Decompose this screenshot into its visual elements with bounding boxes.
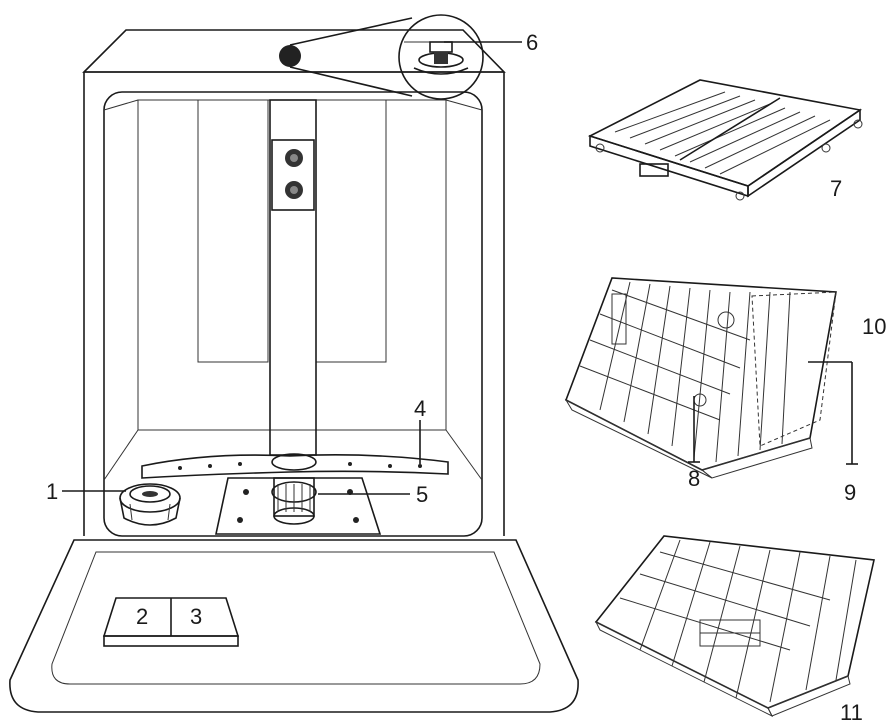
callout-labels: 1 2 3 4 5 6 7 8 9 10 11: [46, 30, 886, 723]
callout-5: 5: [416, 482, 428, 507]
callout-11: 11: [840, 700, 863, 723]
lower-basket: [596, 536, 874, 716]
callout-3: 3: [190, 604, 202, 629]
callout-2: 2: [136, 604, 148, 629]
cutlery-tray: [590, 80, 862, 200]
callout-1: 1: [46, 479, 58, 504]
salt-container-cap: [120, 484, 180, 525]
dishwasher-body: [84, 30, 504, 536]
callout-10: 10: [862, 314, 886, 339]
leader-lines: [62, 42, 858, 494]
open-door: [10, 540, 578, 712]
callout-4: 4: [414, 396, 426, 421]
upper-basket: [566, 278, 836, 478]
lower-basket-wires: [620, 540, 856, 702]
callout-6: 6: [526, 30, 538, 55]
lower-spray-arm: [142, 454, 448, 478]
upper-spray-arm-detail: [279, 15, 483, 99]
callout-8: 8: [688, 466, 700, 491]
callout-7: 7: [830, 176, 842, 201]
detergent-dispenser: [104, 598, 238, 646]
callout-9: 9: [844, 480, 856, 505]
filter-assembly: [216, 478, 380, 534]
water-supply-tube: [270, 100, 316, 455]
